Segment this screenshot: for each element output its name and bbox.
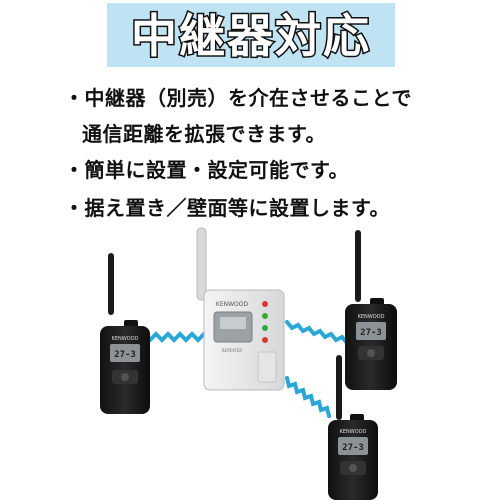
- led-2: [262, 313, 268, 319]
- repeater-label: REPEATER: [222, 348, 243, 353]
- display: [338, 437, 368, 455]
- display-value: 27-3: [114, 350, 136, 360]
- display: [110, 344, 140, 362]
- radio-right: KENWOOD 27-3: [345, 230, 397, 390]
- wave-right-bottom: [285, 376, 331, 418]
- repeater-device: KENWOOD REPEATER: [196, 227, 285, 391]
- repeater-brand: KENWOOD: [216, 301, 249, 308]
- feature-item-2: ・簡単に設置・設定可能です。: [64, 158, 349, 182]
- led-3: [262, 325, 268, 331]
- brand: KENWOOD: [112, 336, 139, 342]
- radio-left: KENWOOD 27-3: [100, 253, 150, 414]
- antenna: [336, 355, 342, 420]
- feature-item-1-cont: 通信距離を拡張できます。: [82, 122, 326, 146]
- radio-bottom: KENWOOD 27-3: [328, 355, 378, 500]
- display-value: 27-3: [342, 443, 364, 453]
- display: [356, 322, 386, 340]
- wave-right-top: [285, 320, 349, 345]
- repeater-side: [257, 351, 277, 383]
- brand: KENWOOD: [340, 429, 367, 435]
- repeater-display: [220, 317, 246, 329]
- antenna: [108, 253, 114, 315]
- title-graphic: 中継器対応: [130, 8, 371, 65]
- antenna: [355, 230, 361, 302]
- repeater-antenna: [196, 227, 207, 301]
- brand: KENWOOD: [358, 314, 385, 320]
- led-4: [262, 337, 268, 343]
- feature-item-3: ・据え置き／壁面等に設置します。: [64, 196, 390, 220]
- page-title: 中継器対応: [131, 9, 371, 63]
- feature-item-1: ・中継器（別売）を介在させることで: [64, 86, 412, 110]
- title-banner: 中継器対応: [107, 3, 395, 67]
- display-value: 27-3: [360, 328, 382, 338]
- led-1: [262, 301, 268, 307]
